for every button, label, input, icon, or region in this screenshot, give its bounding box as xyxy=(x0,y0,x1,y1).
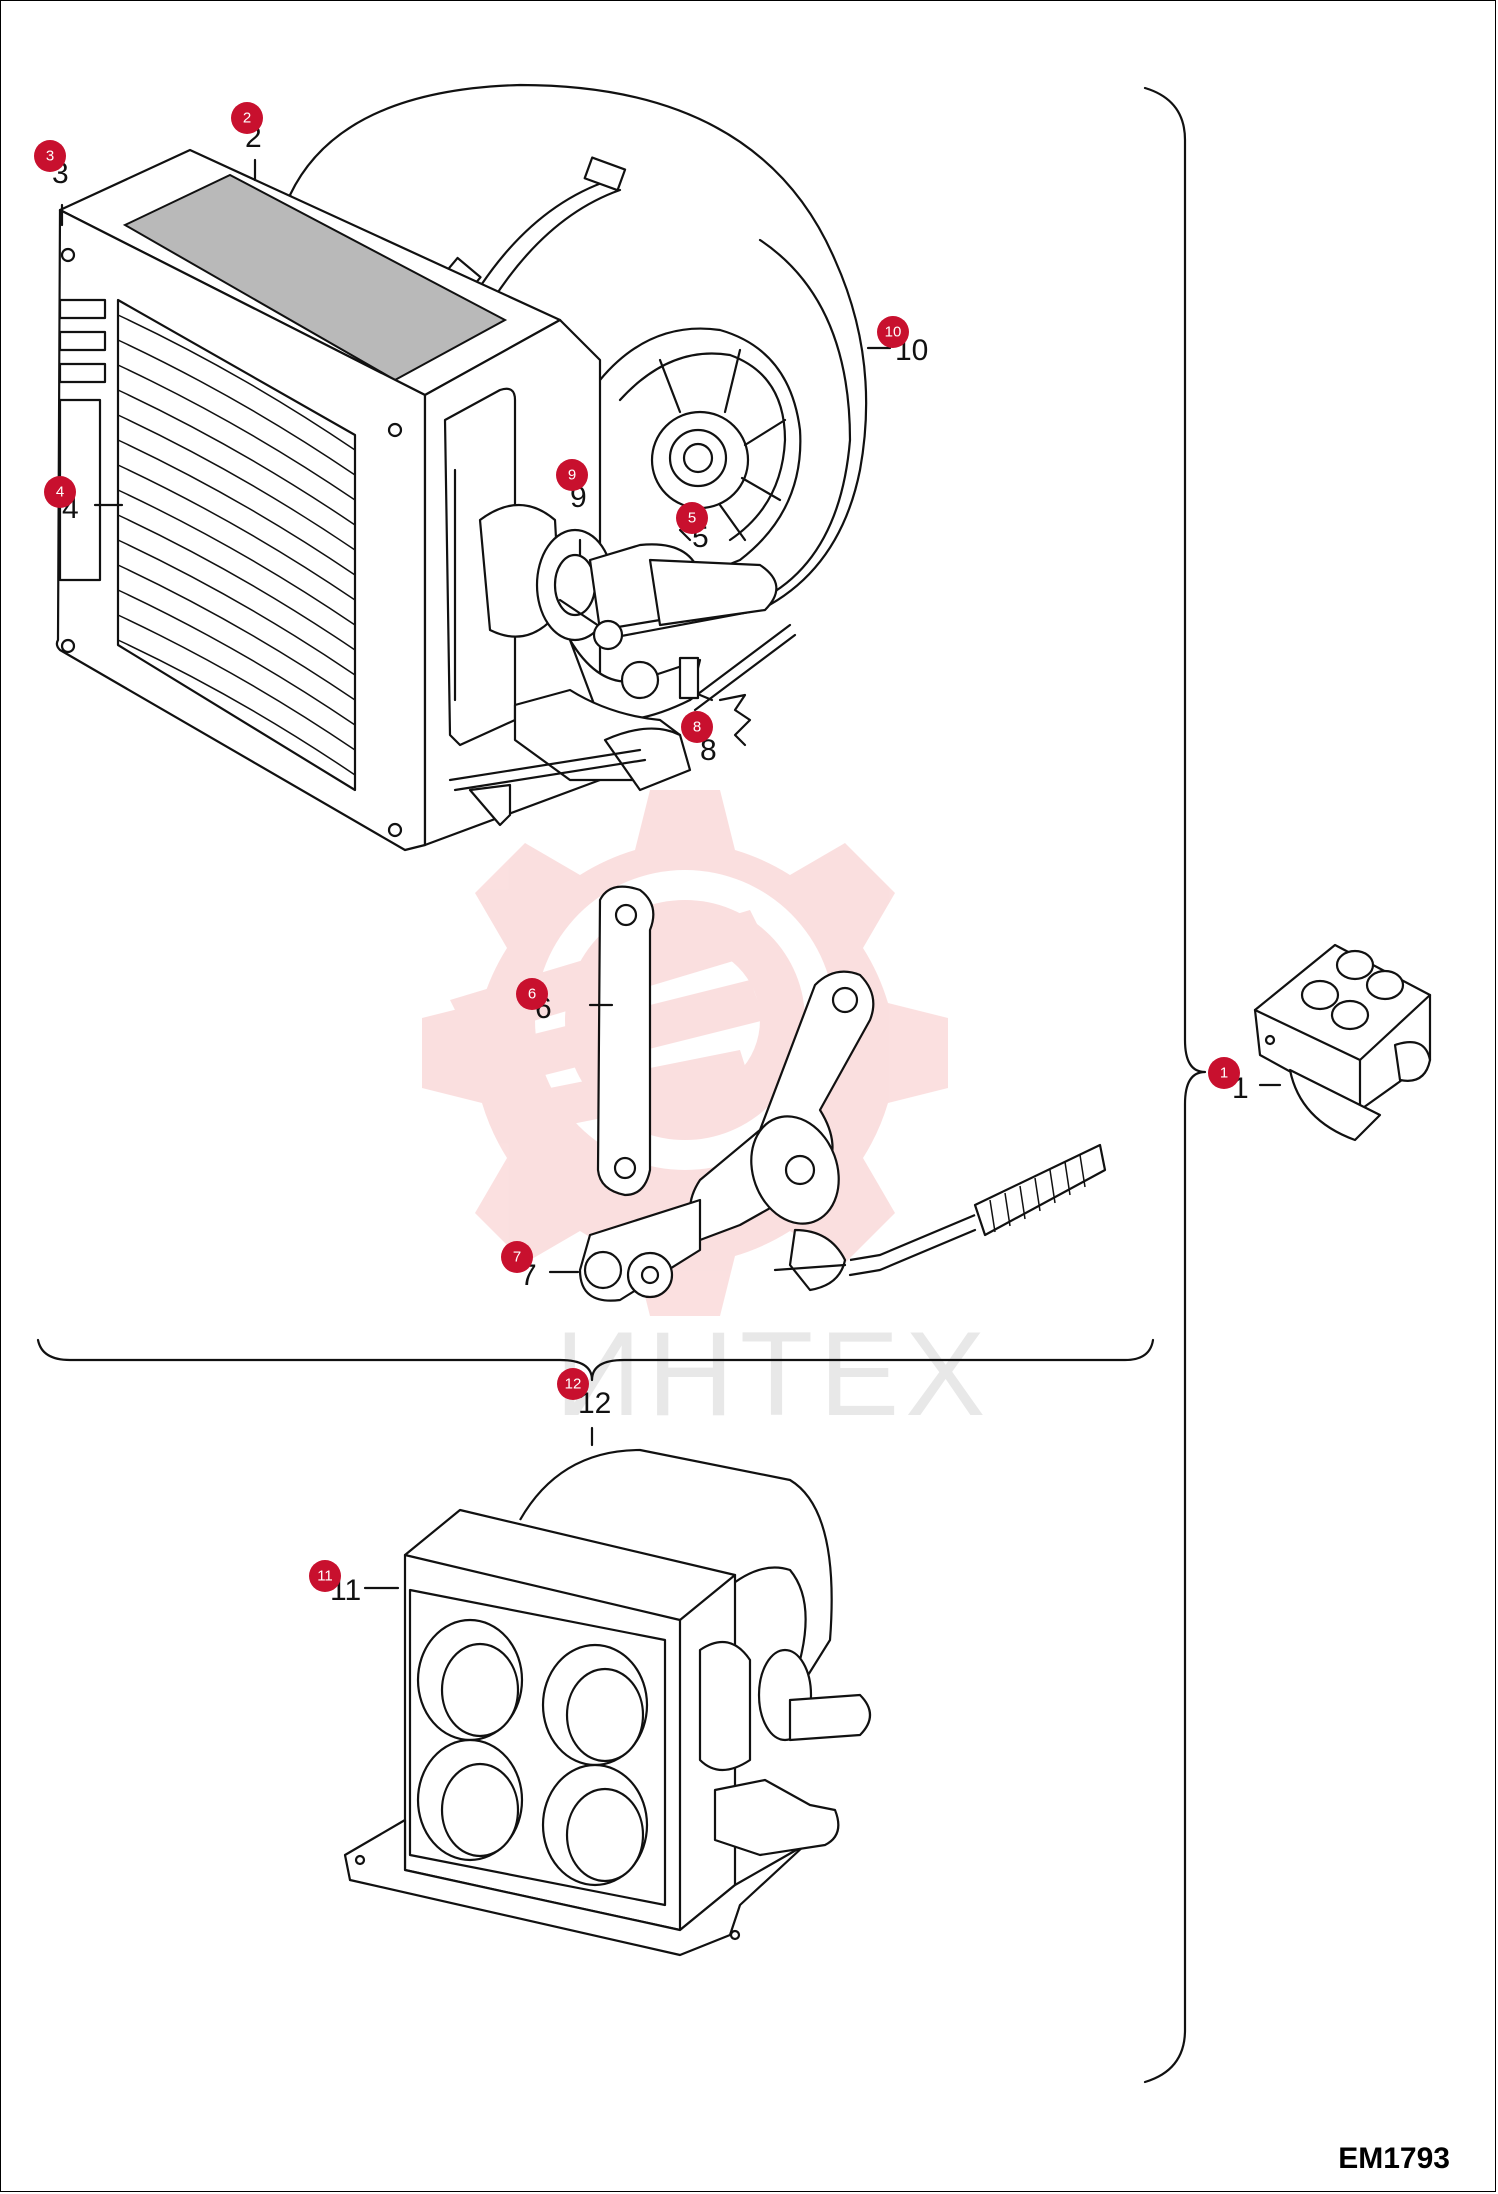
svg-text:9: 9 xyxy=(568,467,576,484)
lever-arm xyxy=(578,970,1107,1302)
badge-6: 6 xyxy=(516,978,548,1010)
valve-assembly xyxy=(478,503,797,747)
control-valve-unit xyxy=(1253,943,1432,1142)
badge-12: 12 xyxy=(557,1368,589,1400)
badge-8: 8 xyxy=(681,711,713,743)
svg-text:3: 3 xyxy=(46,148,54,165)
callout-number-8: 8 xyxy=(700,734,717,767)
heater-unit xyxy=(55,83,868,852)
lower-brace xyxy=(36,1338,1155,1382)
svg-text:2: 2 xyxy=(243,110,251,127)
lower-heater-unit xyxy=(343,1448,872,1957)
badge-1: 1 xyxy=(1208,1057,1240,1089)
badge-7: 7 xyxy=(501,1241,533,1273)
fan-wheel xyxy=(599,327,802,577)
right-brace xyxy=(1143,86,1207,2084)
svg-text:7: 7 xyxy=(513,1249,521,1266)
svg-text:6: 6 xyxy=(528,986,536,1003)
svg-text:12: 12 xyxy=(565,1376,582,1393)
svg-text:8: 8 xyxy=(693,719,701,736)
svg-text:4: 4 xyxy=(56,484,64,501)
badge-9: 9 xyxy=(556,459,588,491)
duct-outlets xyxy=(416,1618,649,1887)
badge-5: 5 xyxy=(676,502,708,534)
link-plate xyxy=(596,885,655,1197)
svg-text:11: 11 xyxy=(317,1568,333,1585)
badge-2: 2 xyxy=(231,102,263,134)
radiator-core xyxy=(116,298,357,792)
callout-badges: 2 3 4 9 5 10 8 6 7 1 11 12 xyxy=(34,102,1240,1592)
document-code: EM1793 xyxy=(1338,2142,1450,2175)
badge-3: 3 xyxy=(34,140,66,172)
badge-4: 4 xyxy=(44,476,76,508)
svg-text:5: 5 xyxy=(688,510,696,527)
watermark-text: ИНТЕХ xyxy=(555,1307,992,1441)
svg-text:1: 1 xyxy=(1220,1065,1228,1082)
leader-lines xyxy=(60,158,1282,1590)
svg-text:10: 10 xyxy=(885,324,902,341)
badge-10: 10 xyxy=(877,316,909,348)
badge-11: 11 xyxy=(309,1560,341,1592)
